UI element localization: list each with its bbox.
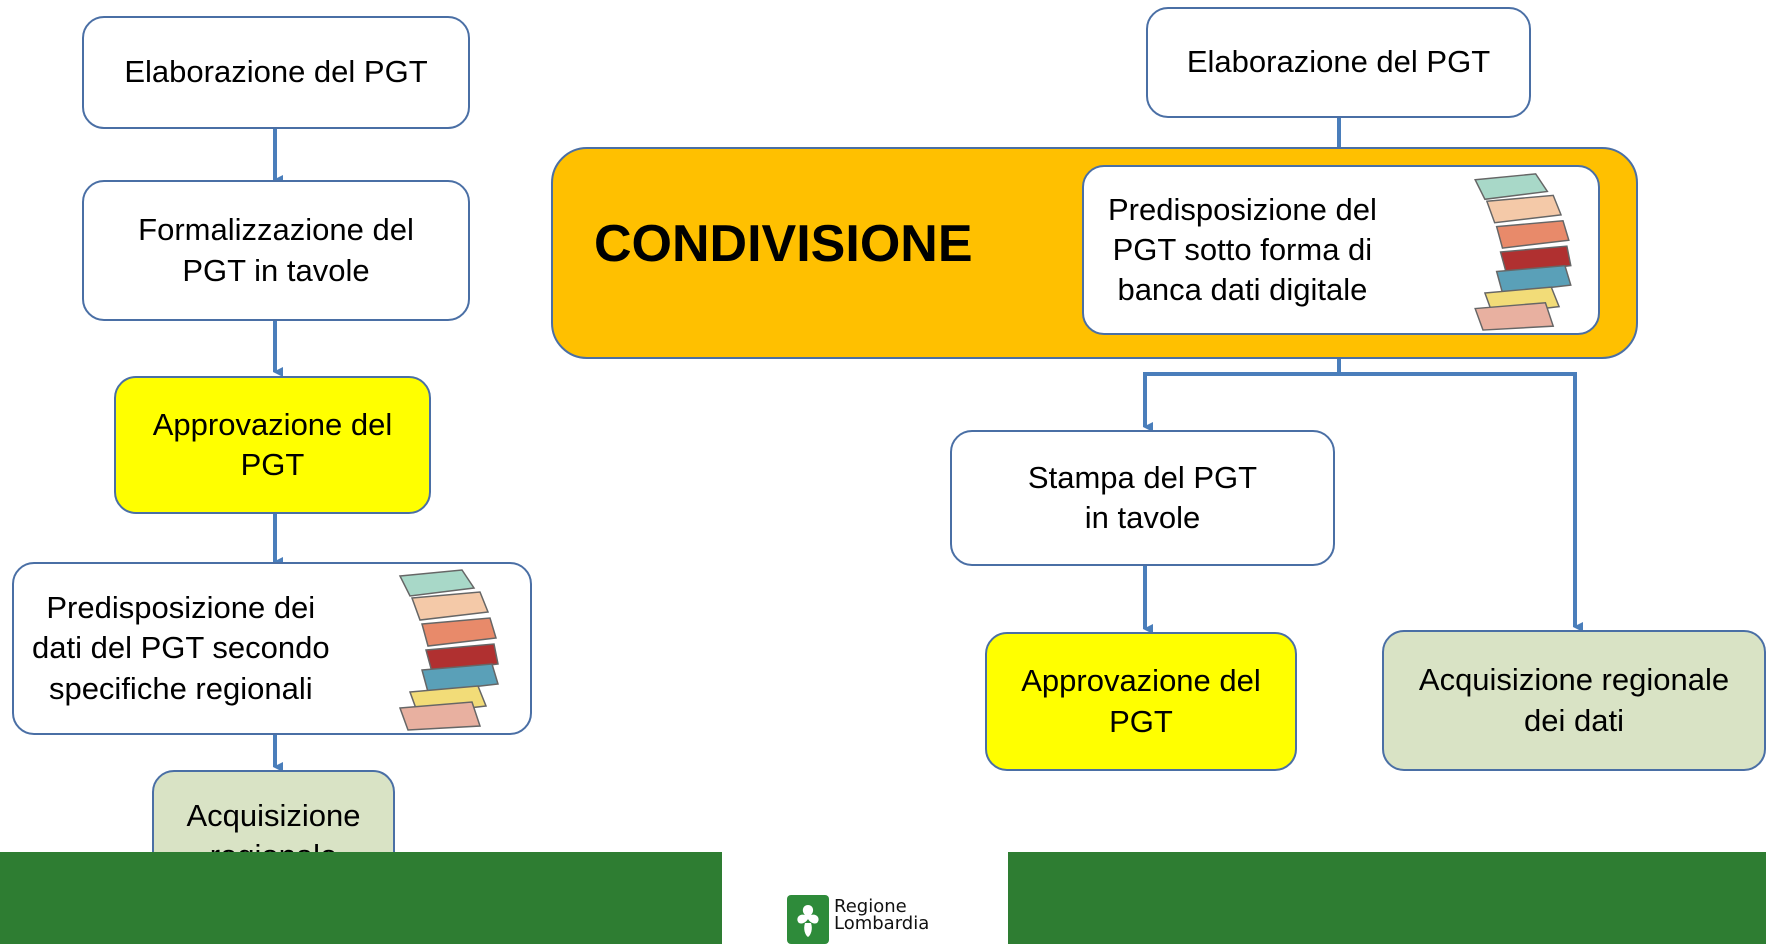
footer-band-right [1008,852,1766,944]
right-step-elaborazione: Elaborazione del PGT [1146,7,1531,118]
right-step-predisposizione: Predisposizione del PGT sotto forma di b… [1082,165,1600,335]
condivisione-label: CONDIVISIONE [594,215,973,273]
map-layers-icon [1474,173,1572,331]
logo-text: Regione Lombardia [834,896,930,934]
left-step-elaborazione: Elaborazione del PGT [82,16,470,129]
left-step-formalizzazione: Formalizzazione del PGT in tavole [82,180,470,321]
branch-line-right [1339,372,1583,632]
right-step-stampa: Stampa del PGT in tavole [950,430,1335,566]
right-step-acquisizione: Acquisizione regionale dei dati [1382,630,1766,771]
right-step-approvazione: Approvazione del PGT [985,632,1297,771]
map-layers-icon [398,569,499,731]
regione-lombardia-logo [787,895,829,944]
footer-band-left [0,852,722,944]
left-step-approvazione: Approvazione del PGT [114,376,431,514]
